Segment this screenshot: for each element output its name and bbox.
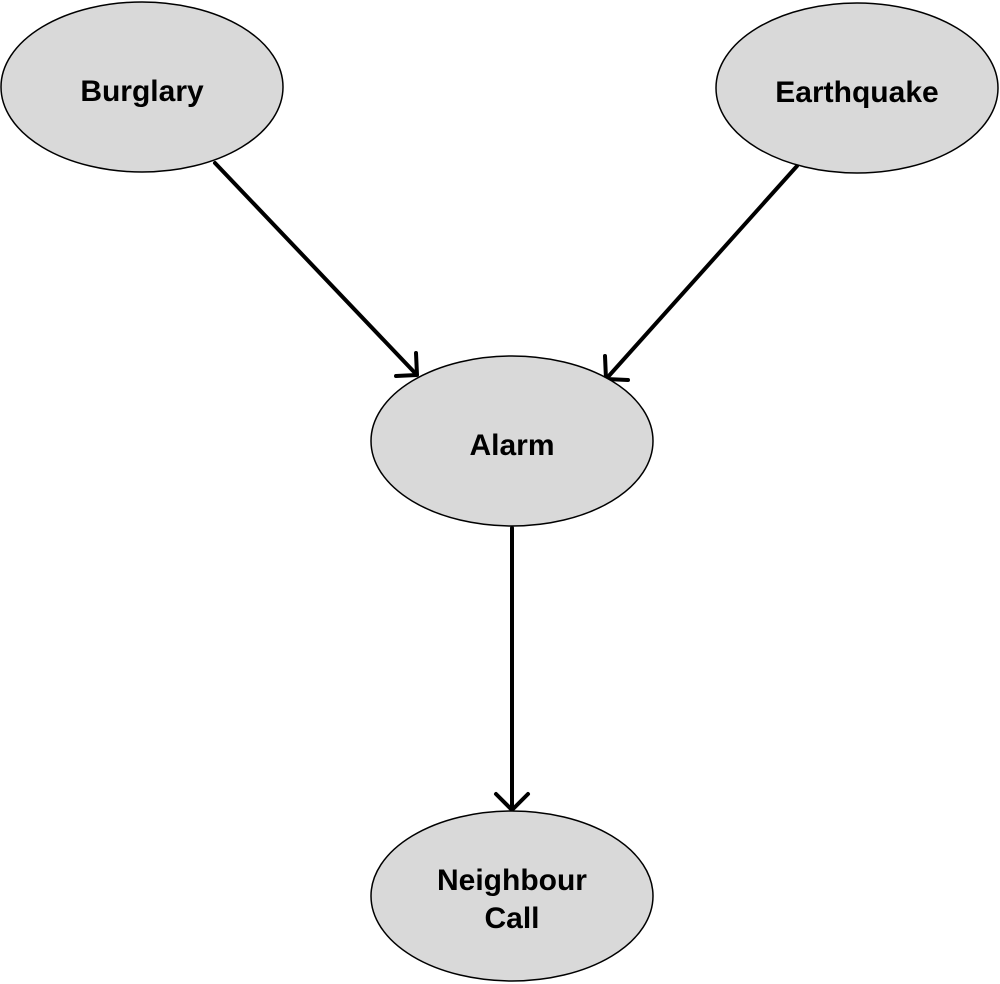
node-ellipse bbox=[370, 355, 654, 527]
node-ellipse bbox=[370, 810, 654, 982]
node-ellipse bbox=[715, 2, 999, 174]
edge-earthquake-to-alarm bbox=[603, 164, 799, 382]
node-label: Burglary bbox=[80, 75, 204, 108]
node-burglary: Burglary bbox=[0, 1, 284, 173]
node-label: Earthquake bbox=[775, 76, 938, 109]
node-earthquake: Earthquake bbox=[715, 2, 999, 174]
edge-line bbox=[213, 161, 418, 376]
node-label-line-1: Neighbour bbox=[437, 864, 587, 897]
node-label: Alarm bbox=[469, 429, 554, 462]
arrow-head bbox=[494, 792, 530, 812]
node-alarm: Alarm bbox=[370, 355, 654, 527]
arrow-head bbox=[394, 351, 419, 378]
edge-alarm-to-neighbour-call bbox=[494, 526, 530, 812]
node-ellipse bbox=[0, 1, 284, 173]
node-neighbour-call: Neighbour Call bbox=[370, 810, 654, 982]
node-label-line-2: Call bbox=[484, 902, 539, 935]
edge-burglary-to-alarm bbox=[213, 161, 419, 378]
edge-line bbox=[605, 164, 799, 380]
